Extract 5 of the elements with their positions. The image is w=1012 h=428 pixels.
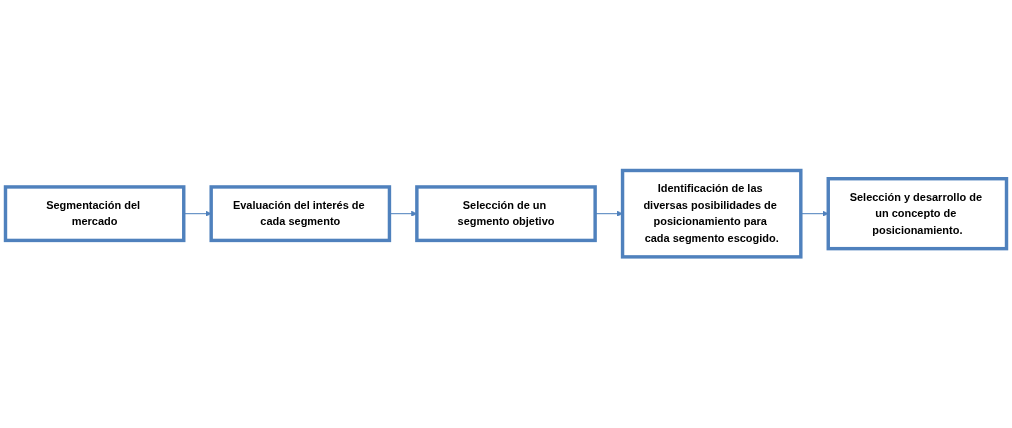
node-box: Selección y desarrollo de un concepto de posicionamiento. xyxy=(826,177,1009,251)
node-box: Segmentación del mercado xyxy=(3,185,186,243)
node-box: Identificación de las diversas posibilidades de posicionamiento para cada segmento escogido. xyxy=(620,169,803,259)
node-box: Evaluación del interés de cada segmento xyxy=(209,185,392,243)
node-box: Selección de un segmento objetivo xyxy=(415,185,597,243)
